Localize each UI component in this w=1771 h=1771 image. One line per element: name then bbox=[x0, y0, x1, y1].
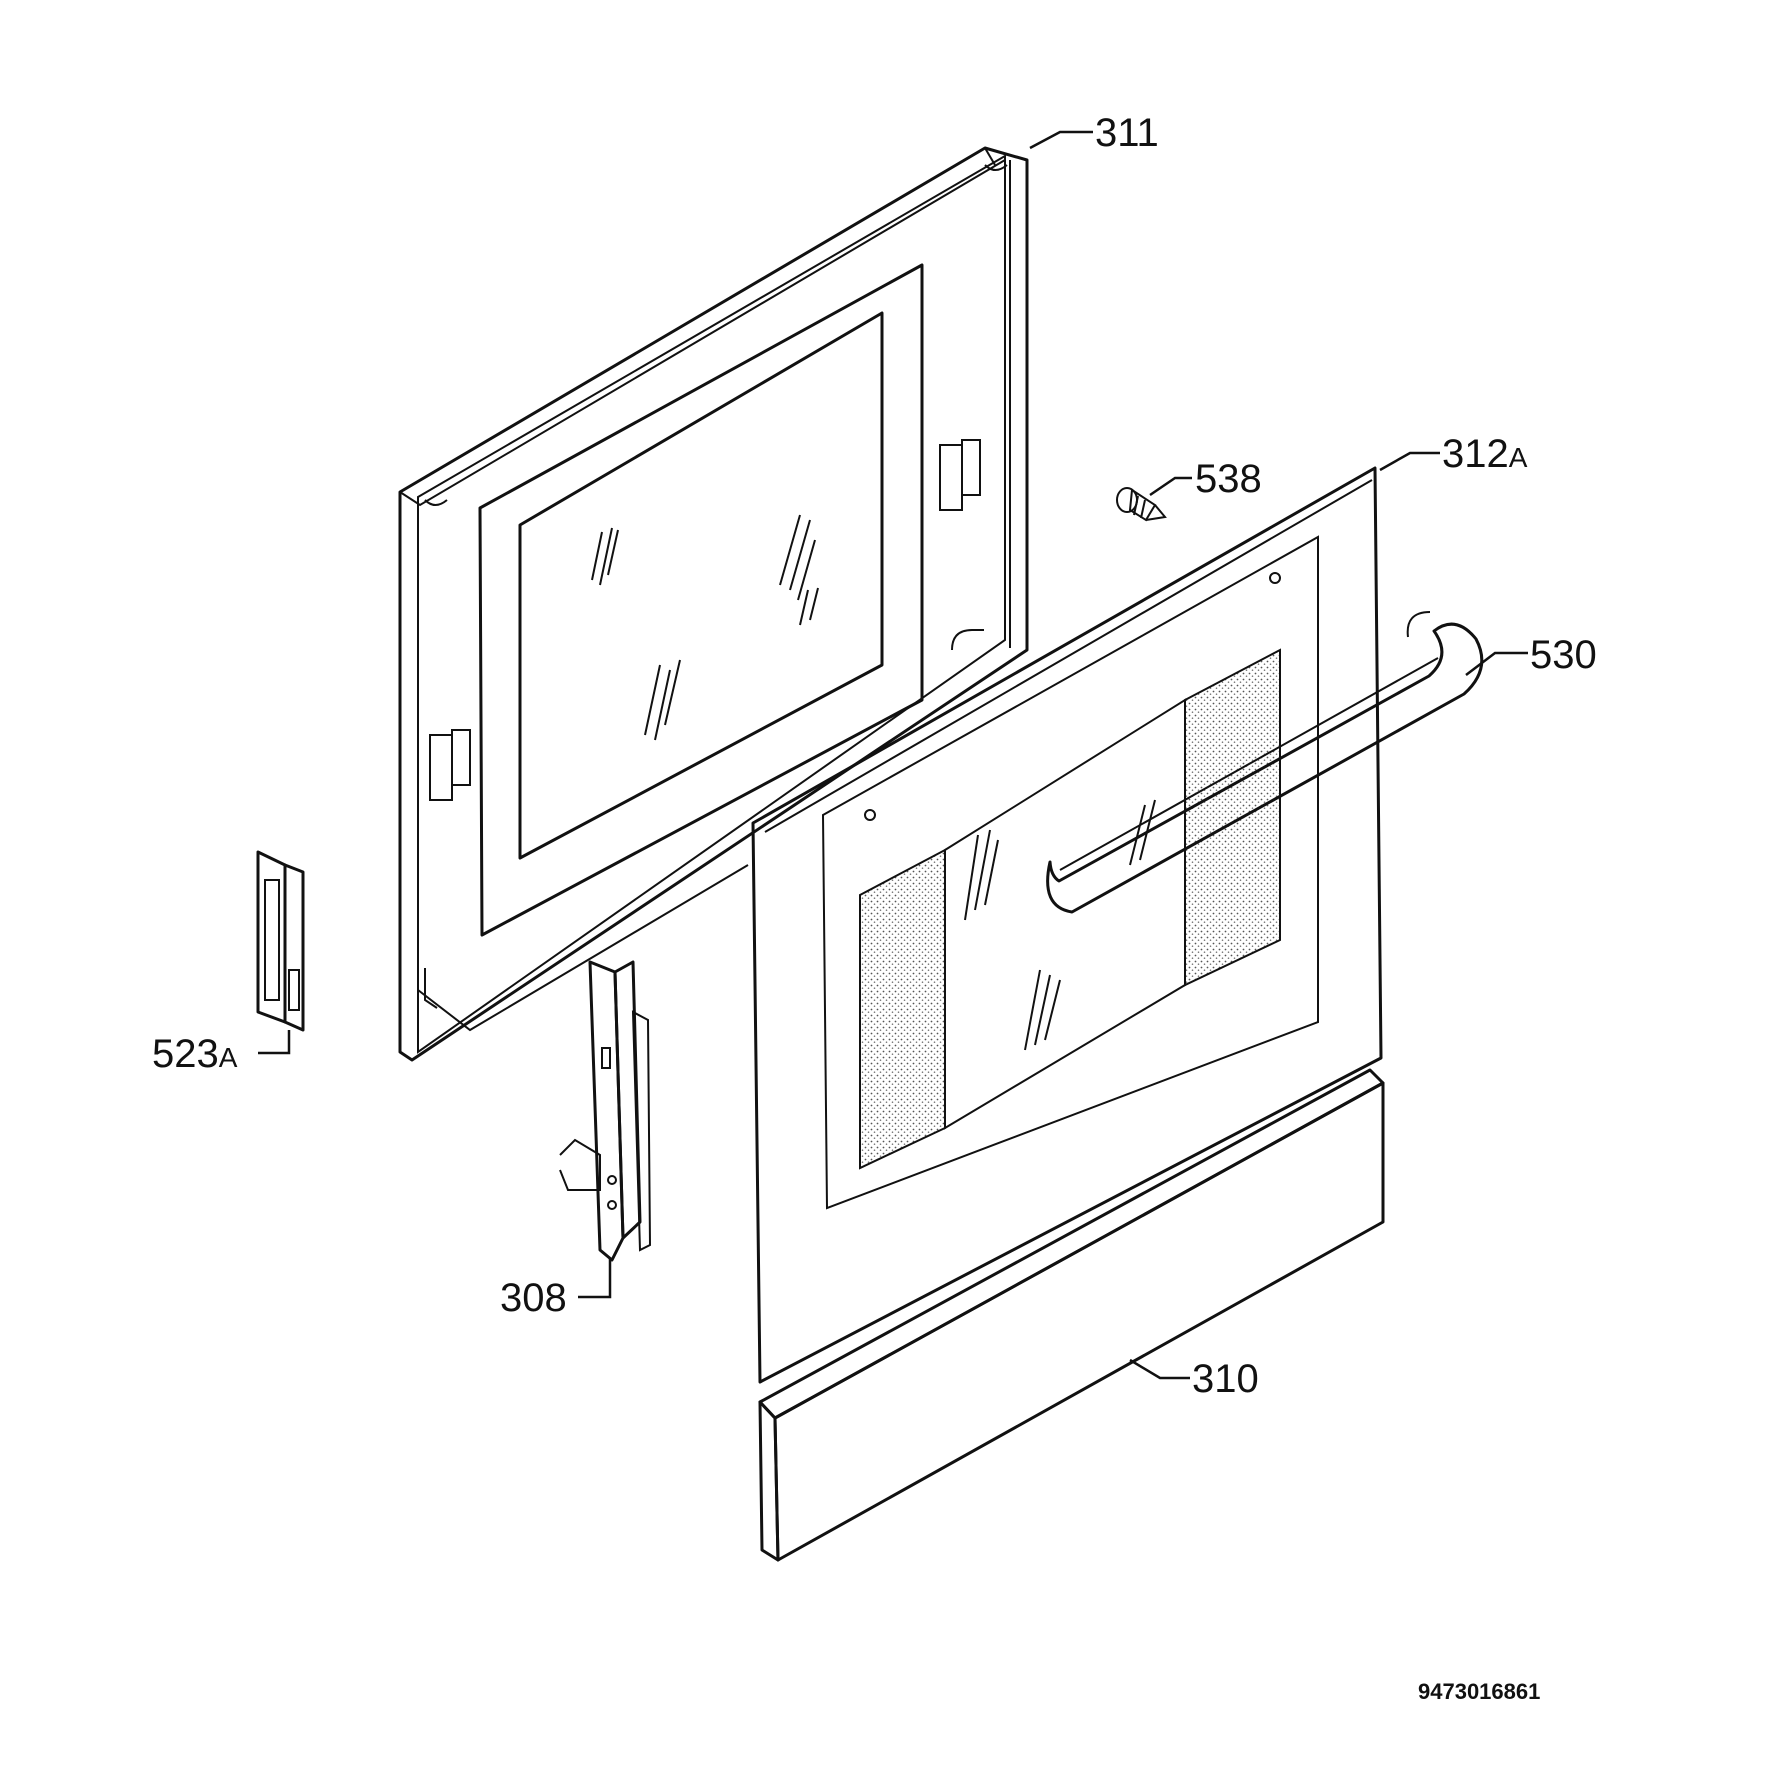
leader-538 bbox=[1149, 476, 1192, 497]
label-311: 311 bbox=[1095, 111, 1159, 155]
outer-door-panel-312a bbox=[751, 466, 1383, 1384]
leader-lines bbox=[258, 130, 1528, 1380]
leader-311 bbox=[1029, 130, 1093, 150]
hinge-cover-523a bbox=[256, 850, 305, 1032]
label-308: 308 bbox=[500, 1276, 567, 1320]
label-310: 310 bbox=[1192, 1357, 1259, 1401]
label-523a: 523A bbox=[152, 1032, 238, 1076]
bottom-trim-310 bbox=[758, 1068, 1385, 1562]
leader-308 bbox=[578, 1258, 612, 1299]
label-538: 538 bbox=[1195, 457, 1262, 501]
screw-538 bbox=[1116, 487, 1167, 522]
label-530: 530 bbox=[1530, 633, 1597, 677]
drawing-code: 9473016861 bbox=[1418, 1679, 1540, 1704]
label-312a: 312A bbox=[1442, 432, 1528, 476]
door-handle-530 bbox=[1046, 611, 1484, 914]
leader-310 bbox=[1129, 1358, 1190, 1380]
inner-door-frame-311 bbox=[398, 146, 1029, 1062]
leader-523a bbox=[258, 1030, 291, 1055]
leader-530 bbox=[1465, 651, 1528, 676]
leader-312a bbox=[1379, 451, 1440, 472]
hinge-308 bbox=[559, 960, 652, 1262]
